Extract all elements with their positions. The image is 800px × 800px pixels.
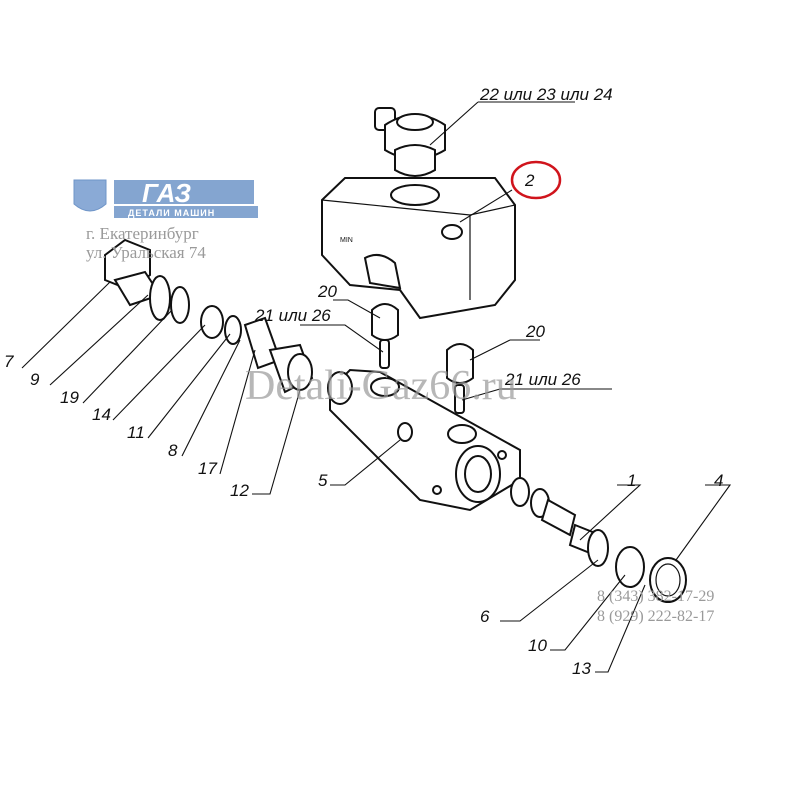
callout-14: 14 bbox=[92, 405, 111, 424]
callout-pin-right: 21 или 26 bbox=[504, 370, 581, 389]
callout-1: 1 bbox=[627, 471, 636, 490]
svg-text:MIN: MIN bbox=[340, 237, 353, 244]
callout-6: 6 bbox=[480, 607, 490, 626]
callout-reservoir: 2 bbox=[524, 171, 535, 190]
reservoir-part: MIN bbox=[321, 177, 516, 320]
callout-11: 11 bbox=[127, 423, 145, 442]
left-parts-stack bbox=[104, 238, 314, 394]
gaz-logo-emblem: ГАЗ ДЕТАЛИ МАШИН bbox=[73, 178, 258, 218]
highlight-circle bbox=[510, 160, 562, 200]
leader-lines bbox=[21, 101, 732, 673]
callout-12: 12 bbox=[230, 481, 249, 500]
valve-left-part bbox=[371, 303, 399, 369]
cap-part bbox=[374, 107, 446, 206]
callout-valve-right: 20 bbox=[525, 322, 545, 341]
callout-cap: 22 или 23 или 24 bbox=[479, 85, 613, 104]
callout-17: 17 bbox=[198, 459, 217, 478]
watermark-phone-2: 8 (929) 222-82-17 bbox=[597, 608, 715, 625]
callout-4: 4 bbox=[714, 471, 723, 490]
callout-13: 13 bbox=[572, 659, 591, 678]
watermark-street: ул. Уральская 74 bbox=[86, 243, 206, 262]
callout-7: 7 bbox=[4, 352, 14, 371]
callout-valve-left: 20 bbox=[317, 282, 337, 301]
callout-8: 8 bbox=[168, 441, 178, 460]
right-parts-stack bbox=[510, 477, 687, 603]
valve-right-part bbox=[446, 343, 474, 414]
callout-10: 10 bbox=[528, 636, 547, 655]
watermark-site: Detali-Gaz66.ru bbox=[245, 363, 517, 409]
callout-pin-left: 21 или 26 bbox=[254, 306, 331, 325]
logo-subtitle: ДЕТАЛИ МАШИН bbox=[128, 208, 215, 218]
gaz-logo: ГАЗ ДЕТАЛИ МАШИН bbox=[70, 178, 258, 218]
callout-5: 5 bbox=[318, 471, 328, 490]
watermark-phone-1: 8 (343) 382-17-29 bbox=[597, 588, 715, 605]
watermark-city: г. Екатеринбург bbox=[86, 224, 199, 243]
logo-text: ГАЗ bbox=[142, 178, 191, 208]
callout-9: 9 bbox=[30, 370, 40, 389]
callout-19: 19 bbox=[60, 388, 79, 407]
